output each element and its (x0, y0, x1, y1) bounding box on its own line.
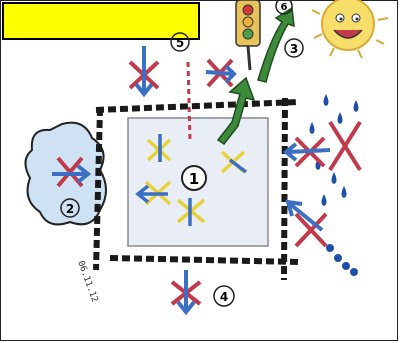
zone-label-6: 6 (276, 0, 292, 14)
zone-label-4: 4 (214, 286, 234, 306)
wind-arrow-blocked-bottom (172, 270, 200, 312)
wind-arrow-blocked-bottom-right (288, 202, 326, 246)
svg-text:5: 5 (176, 36, 184, 50)
zone-label-1: 1 (182, 166, 206, 190)
svg-text:1: 1 (189, 170, 199, 188)
wind-arrow-blocked-right (286, 122, 360, 170)
raindrops-icon (310, 94, 359, 276)
svg-text:6: 6 (281, 2, 288, 13)
wind-arrow-blocked-top-right (206, 60, 234, 86)
red-dashed-line (188, 62, 190, 140)
svg-text:3: 3 (290, 42, 298, 56)
zone-label-3: 3 (285, 39, 303, 57)
traffic-light-icon (236, 0, 260, 70)
svg-text:2: 2 (66, 202, 74, 216)
wind-arrow-blocked-top (130, 46, 158, 94)
svg-text:4: 4 (220, 290, 228, 304)
zone-label-5: 5 (171, 33, 189, 51)
sun-icon (312, 0, 388, 58)
